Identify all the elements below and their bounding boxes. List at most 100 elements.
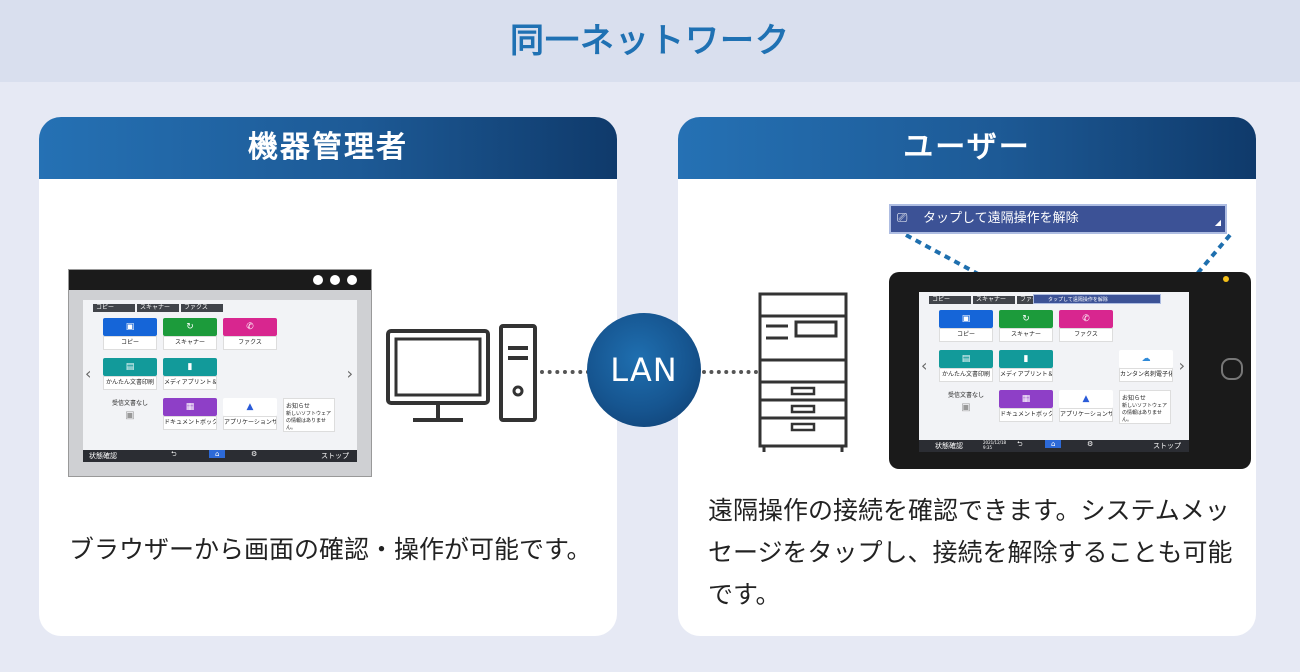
scanner-icon: ↻ bbox=[163, 318, 217, 336]
tile-label: 受信文書なし bbox=[111, 400, 148, 407]
status-check-button[interactable]: 状態確認 bbox=[89, 452, 117, 460]
tile-card-scan[interactable]: ☁ カンタン名刺電子化アプリ bbox=[1119, 350, 1173, 382]
remote-banner-text: タップして遠隔操作を解除 bbox=[923, 211, 1079, 226]
stop-button[interactable]: ストップ bbox=[321, 452, 349, 460]
notice-text: 新しいソフトウェアの情報はありません。 bbox=[1122, 403, 1168, 423]
cloud-icon: ☁ bbox=[1119, 350, 1173, 368]
notice-widget[interactable]: お知らせ 新しいソフトウェアの情報はありません。 bbox=[1119, 390, 1171, 424]
chevron-left-icon[interactable]: ‹ bbox=[85, 364, 92, 383]
tile-copy[interactable]: ▣ コピー bbox=[103, 318, 157, 350]
fax-icon: ✆ bbox=[1059, 310, 1113, 328]
admin-card-description: ブラウザーから画面の確認・操作が可能です。 bbox=[69, 535, 592, 564]
tile-label: ファクス bbox=[223, 336, 277, 350]
app-site-icon: ▲ bbox=[223, 398, 277, 416]
tile-media-print[interactable]: ▮ メディアプリント＆スキャン bbox=[999, 350, 1053, 382]
screen-bottom-bar: 状態確認 ⮌ ⌂ ⚙ ストップ bbox=[83, 450, 357, 462]
tile-document-box[interactable]: ▦ ドキュメントボックス bbox=[999, 390, 1053, 422]
time-text: 9:35 bbox=[983, 445, 992, 450]
tile-easy-print[interactable]: ▤ かんたん文書印刷 bbox=[103, 358, 157, 390]
back-icon[interactable]: ⮌ bbox=[171, 450, 177, 458]
lock-icon: ▣ bbox=[961, 402, 971, 413]
lock-icon: ▣ bbox=[125, 410, 135, 421]
status-check-button[interactable]: 状態確認 bbox=[935, 442, 963, 450]
screen-tab[interactable]: コピー bbox=[93, 304, 135, 312]
device-screen: コピー スキャナー ファクス ▣ コピー ↻ スキャナー ✆ ファクス ▤ かん… bbox=[83, 300, 357, 462]
document-box-icon: ▦ bbox=[999, 390, 1053, 408]
screen-tab[interactable]: スキャナー bbox=[137, 304, 179, 312]
user-card-description: 遠隔操作の接続を確認できます。システムメッセージをタップし、接続を解除することも… bbox=[708, 496, 1233, 609]
settings-icon[interactable]: ⚙ bbox=[1087, 440, 1094, 448]
tablet-home-button-icon[interactable] bbox=[1221, 358, 1243, 380]
back-icon[interactable]: ⮌ bbox=[1017, 440, 1023, 448]
tile-label: かんたん文書印刷 bbox=[103, 376, 157, 390]
chevron-right-icon[interactable]: › bbox=[1178, 356, 1185, 375]
device-screen: コピー スキャナー ファクス タップして遠隔操作を解除 ▣ コピー ↻ スキャナ… bbox=[919, 292, 1189, 452]
date-text: 2021/12/18 bbox=[983, 440, 1007, 445]
tile-scanner[interactable]: ↻ スキャナー bbox=[999, 310, 1053, 342]
app-site-icon: ▲ bbox=[1059, 390, 1113, 408]
tile-fax[interactable]: ✆ ファクス bbox=[223, 318, 277, 350]
chevron-left-icon[interactable]: ‹ bbox=[921, 356, 928, 375]
tile-label: ファクス bbox=[1059, 328, 1113, 342]
status-led-icon bbox=[1223, 276, 1229, 282]
remote-icon: ⎚ bbox=[897, 211, 908, 226]
top-band bbox=[0, 0, 1300, 82]
print-icon: ▤ bbox=[939, 350, 993, 368]
stop-button[interactable]: ストップ bbox=[1153, 442, 1181, 450]
usb-icon: ▮ bbox=[163, 358, 217, 376]
lan-badge: LAN bbox=[587, 313, 701, 427]
notice-title: お知らせ bbox=[286, 403, 310, 410]
admin-card: 機器管理者 コピー スキャナー ファクス ▣ コピー ↻ スキャナー ✆ bbox=[39, 117, 617, 636]
remote-release-banner[interactable]: ⎚ タップして遠隔操作を解除 ◢ bbox=[889, 204, 1227, 234]
settings-icon[interactable]: ⚙ bbox=[251, 450, 258, 458]
corner-icon: ◢ bbox=[1214, 218, 1221, 227]
tablet-device: コピー スキャナー ファクス タップして遠隔操作を解除 ▣ コピー ↻ スキャナ… bbox=[889, 272, 1251, 469]
print-icon: ▤ bbox=[103, 358, 157, 376]
screen-tab[interactable]: スキャナー bbox=[973, 296, 1015, 304]
browser-titlebar bbox=[69, 270, 371, 290]
mini-remote-banner[interactable]: タップして遠隔操作を解除 bbox=[1033, 294, 1161, 304]
tile-label: スキャナー bbox=[999, 328, 1053, 342]
printer-icon bbox=[758, 292, 848, 452]
screen-tabs: コピー スキャナー ファクス bbox=[93, 304, 223, 312]
tile-label: ドキュメントボックス bbox=[163, 416, 217, 430]
home-icon[interactable]: ⌂ bbox=[1045, 440, 1062, 448]
tile-scanner[interactable]: ↻ スキャナー bbox=[163, 318, 217, 350]
tile-app-site[interactable]: ▲ アプリケーションサイト bbox=[223, 398, 277, 430]
tile-label: 受信文書なし bbox=[947, 392, 984, 399]
notice-title: お知らせ bbox=[1122, 395, 1146, 402]
window-dot-icon bbox=[347, 275, 357, 285]
admin-card-title: 機器管理者 bbox=[39, 117, 617, 179]
window-dot-icon bbox=[313, 275, 323, 285]
notice-text: 新しいソフトウェアの情報はありません。 bbox=[286, 411, 332, 431]
tile-easy-print[interactable]: ▤ かんたん文書印刷 bbox=[939, 350, 993, 382]
tile-label: メディアプリント＆スキャン bbox=[163, 376, 217, 390]
tile-media-print[interactable]: ▮ メディアプリント＆スキャン bbox=[163, 358, 217, 390]
tile-fax[interactable]: ✆ ファクス bbox=[1059, 310, 1113, 342]
tile-label: コピー bbox=[939, 328, 993, 342]
tile-label: かんたん文書印刷 bbox=[939, 368, 993, 382]
tile-no-docs[interactable]: 受信文書なし ▣ bbox=[939, 390, 993, 413]
page-title: 同一ネットワーク bbox=[510, 21, 790, 61]
lan-link-right bbox=[702, 370, 758, 374]
user-card: ユーザー ⎚ タップして遠隔操作を解除 ◢ コピー スキャナー ファク bbox=[678, 117, 1256, 636]
tile-label: スキャナー bbox=[163, 336, 217, 350]
screen-tab[interactable]: コピー bbox=[929, 296, 971, 304]
copy-icon: ▣ bbox=[939, 310, 993, 328]
chevron-right-icon[interactable]: › bbox=[346, 364, 353, 383]
notice-widget[interactable]: お知らせ 新しいソフトウェアの情報はありません。 bbox=[283, 398, 335, 432]
screen-tab[interactable]: ファクス bbox=[181, 304, 223, 312]
tile-label: コピー bbox=[103, 336, 157, 350]
home-icon[interactable]: ⌂ bbox=[209, 450, 226, 458]
tile-document-box[interactable]: ▦ ドキュメントボックス bbox=[163, 398, 217, 430]
screen-bottom-bar: 状態確認 2021/12/18 9:35 ⮌ ⌂ ⚙ ストップ bbox=[919, 440, 1189, 452]
tile-copy[interactable]: ▣ コピー bbox=[939, 310, 993, 342]
tile-label: メディアプリント＆スキャン bbox=[999, 368, 1053, 382]
document-box-icon: ▦ bbox=[163, 398, 217, 416]
tile-no-docs[interactable]: 受信文書なし ▣ bbox=[103, 398, 157, 421]
lan-link-left bbox=[540, 370, 590, 374]
scanner-icon: ↻ bbox=[999, 310, 1053, 328]
tile-app-site[interactable]: ▲ アプリケーションサイト bbox=[1059, 390, 1113, 422]
tile-label: カンタン名刺電子化アプリ bbox=[1119, 368, 1173, 382]
tile-label: アプリケーションサイト bbox=[223, 416, 277, 430]
